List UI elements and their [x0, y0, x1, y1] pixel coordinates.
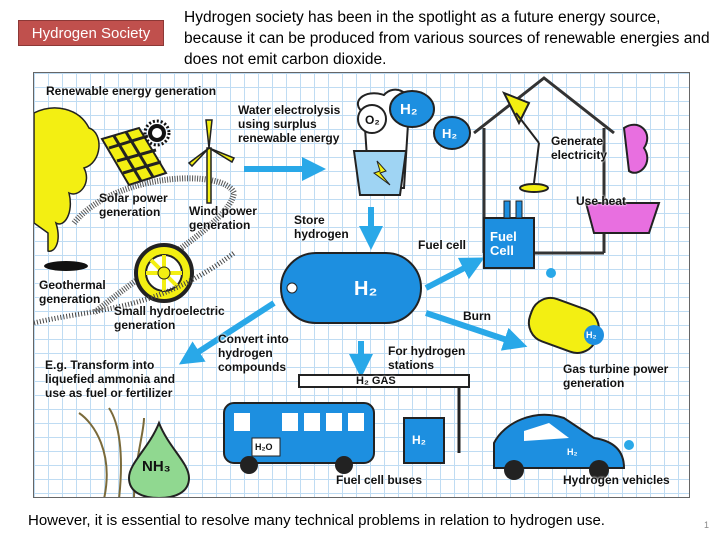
turbine-h2-label: H₂ — [586, 330, 597, 340]
label-line: stations — [388, 358, 435, 372]
label-line: generation — [114, 318, 176, 332]
fuel-cell-bus-icon — [223, 402, 375, 474]
hydrogen-vehicle-icon — [493, 413, 634, 480]
label-burn: Burn — [463, 309, 491, 323]
label-line: Gas turbine power — [563, 362, 669, 376]
electrolysis-cup-icon — [352, 88, 471, 196]
solar-panel-icon — [100, 126, 168, 187]
label-line: renewable energy — [238, 131, 340, 145]
car-h2-label: H₂ — [567, 447, 578, 457]
label-line: Convert into — [218, 332, 289, 346]
sun-icon — [143, 119, 171, 147]
label-line: Wind power — [189, 204, 257, 218]
label-line: Store — [294, 213, 325, 227]
label-line: Small hydroelectric — [114, 304, 225, 318]
label-line: compounds — [218, 360, 286, 374]
bus-h2o-label: H₂O — [255, 442, 273, 452]
label-geothermal: Geothermal generation — [39, 278, 106, 306]
ammonia-drop-icon — [127, 420, 191, 497]
label-fuel-cell-buses: Fuel cell buses — [336, 473, 423, 487]
label-electrolysis: Water electrolysis using surplus renewab… — [238, 103, 340, 145]
title-badge: Hydrogen Society — [18, 20, 164, 46]
label-line: generation — [39, 292, 101, 306]
label-line: generation — [99, 205, 161, 219]
label-hydro: Small hydroelectric generation — [114, 304, 225, 332]
illustration-drawing — [34, 76, 661, 497]
label-line: use as fuel or fertilizer — [45, 386, 173, 400]
label-line: generation — [563, 376, 625, 390]
hydrogen-station-icon — [298, 374, 470, 464]
label-line: using surplus — [238, 117, 317, 131]
label-line: generation — [189, 218, 251, 232]
tank-h2-label: H₂ — [354, 278, 378, 300]
h2-bubble-label: H₂ — [442, 126, 458, 141]
footer-text: However, it is essential to resolve many… — [28, 512, 605, 529]
pump-h2-label: H₂ — [412, 433, 426, 447]
label-line: hydrogen — [218, 346, 273, 360]
flow-arrows — [178, 157, 528, 378]
label-solar: Solar power generation — [99, 191, 168, 219]
label-line: Solar power — [99, 191, 168, 205]
label-renewable: Renewable energy generation — [46, 84, 217, 98]
bathtub-icon — [584, 123, 661, 234]
hydrogen-society-illustration: Renewable energy generation Water electr… — [33, 72, 690, 498]
label-line: Cell — [490, 243, 514, 258]
label-line: Generate — [551, 134, 604, 148]
lamp-icon — [501, 91, 549, 193]
fuel-cell-box-icon — [483, 200, 556, 278]
label-line: liquefied ammonia and — [45, 372, 176, 386]
label-line: Water electrolysis — [238, 103, 341, 117]
river-swoosh — [34, 250, 236, 326]
label-ammonia: E.g. Transform into liquefied ammonia an… — [45, 358, 175, 400]
fuel-cell-box-label: Fuel Cell — [490, 230, 517, 258]
label-line: Fuel — [490, 229, 517, 244]
label-use-heat: Use heat — [576, 194, 627, 208]
label-store: Store hydrogen — [294, 213, 349, 241]
label-stations: For hydrogen stations — [388, 344, 465, 372]
nh3-label: NH₃ — [142, 458, 171, 475]
water-wheel-icon — [134, 243, 194, 303]
label-turbine: Gas turbine power generation — [563, 362, 668, 390]
label-generate-electricity: Generate electricity — [551, 134, 607, 162]
geothermal-steam-icon — [34, 107, 100, 271]
intro-text: Hydrogen society has been in the spotlig… — [184, 9, 710, 68]
label-line: hydrogen — [294, 227, 349, 241]
label-hydrogen-vehicles: Hydrogen vehicles — [563, 473, 670, 487]
gas-turbine-icon — [527, 296, 604, 354]
label-line: E.g. Transform into — [45, 358, 155, 372]
label-wind: Wind power generation — [189, 204, 257, 232]
label-line: electricity — [551, 148, 608, 162]
label-fuel-cell: Fuel cell — [418, 238, 467, 252]
label-convert: Convert into hydrogen compounds — [218, 332, 289, 374]
hydrogen-tank-icon — [280, 252, 422, 324]
label-line: For hydrogen — [388, 344, 466, 358]
label-line: Geothermal — [39, 278, 106, 292]
o2-label: O₂ — [365, 113, 380, 127]
wind-turbine-icon — [187, 119, 236, 204]
station-sign: H₂ GAS — [356, 375, 396, 387]
page-number: 1 — [704, 520, 710, 530]
h2-bubble-label: H₂ — [400, 101, 418, 118]
